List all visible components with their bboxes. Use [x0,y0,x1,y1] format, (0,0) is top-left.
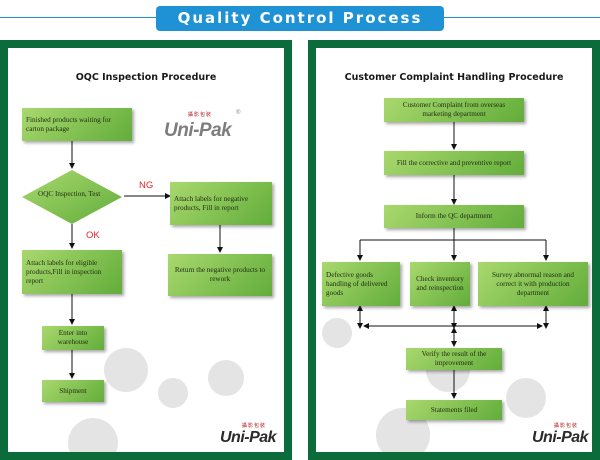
node-attach-eligible: Attach labels for eligible products,Fill… [22,250,122,294]
oqc-panel: OQC Inspection Procedure Finished produc… [0,40,292,460]
node-attach-negative: Attach labels for negative products, Fil… [170,182,272,225]
label-ok: OK [86,230,100,241]
node-shipment: Shipment [42,380,104,402]
node-oqc-decision: OQC Inspection, Test [20,168,122,232]
unipak-logo-top: 攝影包裝 ® Uni-Pak [164,110,241,141]
complaint-panel: Customer Complaint Handling Procedure [308,40,600,460]
decorative-circle [506,378,546,418]
node-check-inventory: Check inventory and reinspection [410,262,470,306]
node-statements-filed: Statements filed [406,400,502,420]
decorative-circle [158,378,188,408]
node-return-rework: Return the negative products to rework [168,254,272,296]
complaint-connectors [357,122,549,399]
decorative-circle [322,318,352,348]
unipak-logo-bottom: 攝影包裝 Uni-Pak [220,423,277,446]
decorative-circle [104,348,148,392]
node-inform-qc: Inform the QC department [384,205,524,228]
oqc-title: OQC Inspection Procedure [75,72,217,83]
title-rule-right [444,17,600,18]
unipak-logo-right: 攝影包裝 Uni-Pak [532,423,589,446]
decorative-circle [208,360,244,396]
node-verify-result: Verify the result of the improvement [406,348,502,370]
logo-chinese-text: 攝影包裝 [188,112,213,118]
complaint-title: Customer Complaint Handling Procedure [344,72,564,83]
node-survey: Survey abnormal reason and correct it wi… [478,262,588,306]
node-customer-complaint: Customer Complaint from overseas marketi… [384,98,524,122]
node-finished-products: Finished products waiting for carton pac… [22,108,132,141]
title-rule-left [0,17,156,18]
oqc-connectors [69,141,223,379]
node-defective-goods: Defective goods handling of delivered go… [322,262,400,306]
label-ng: NG [139,180,154,191]
decorative-circle [68,418,118,452]
node-fill-report: Fill the corrective and preventive repor… [384,151,524,175]
node-enter-warehouse: Enter into warehouse [42,326,104,350]
page-title: Quality Control Process [156,6,444,31]
